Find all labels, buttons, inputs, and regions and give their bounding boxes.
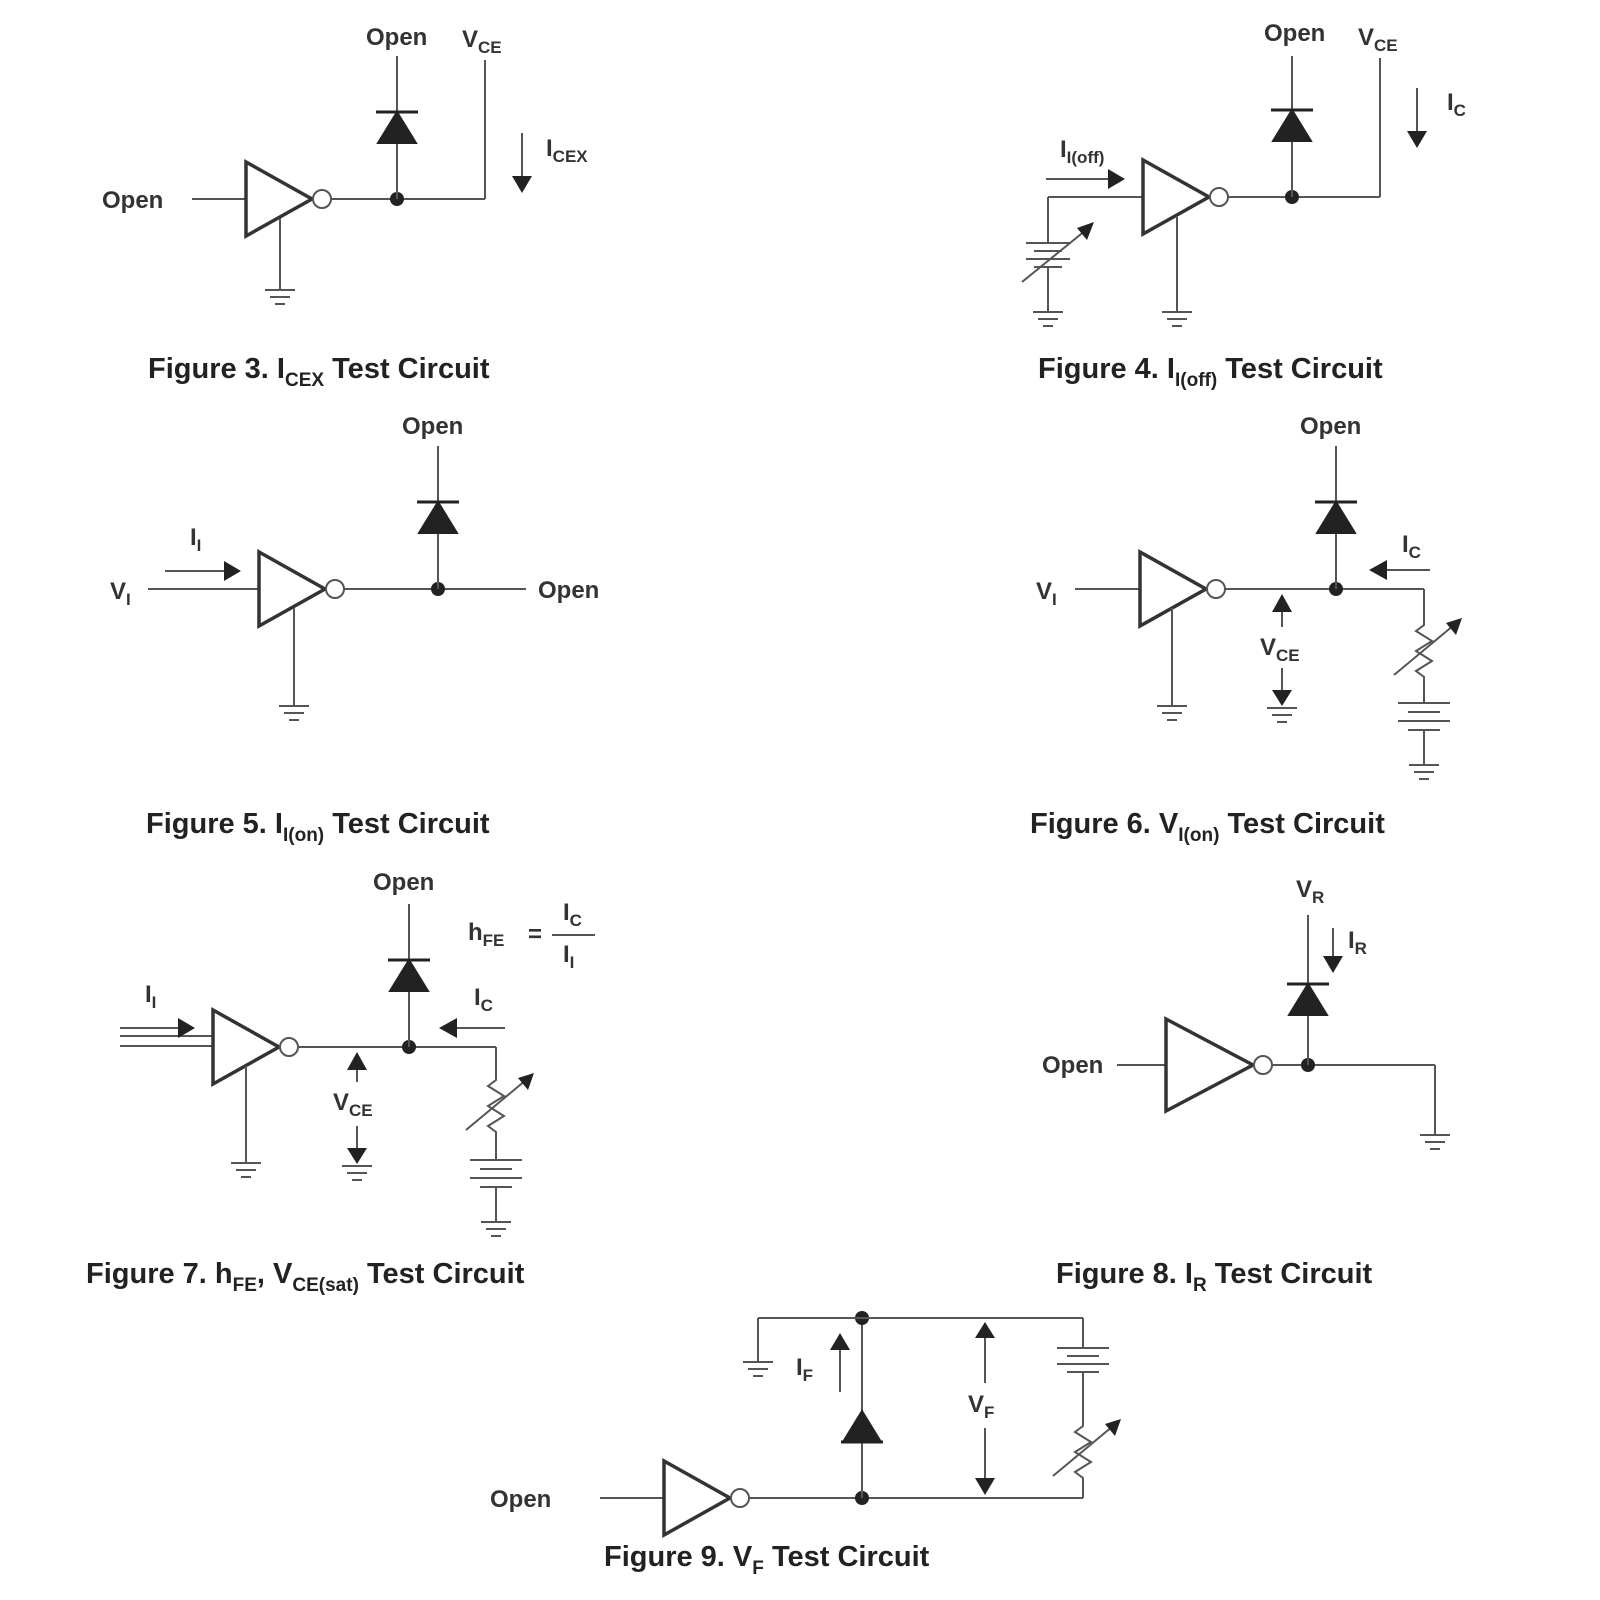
vce-label: VCE (333, 1089, 373, 1120)
current-arrow (224, 561, 241, 581)
ic-label: IC (1447, 89, 1466, 120)
ii-label: II (145, 981, 156, 1012)
ii-label: II (190, 524, 201, 555)
figure-7-caption: Figure 7. hFE, VCE(sat) Test Circuit (86, 1258, 525, 1296)
open-label: Open (1300, 413, 1361, 440)
open-label: Open (402, 413, 463, 440)
vi-label: VI (1036, 578, 1057, 609)
diode (1287, 982, 1329, 1016)
current-arrow (1323, 956, 1343, 973)
hfe-label: hFE (468, 919, 504, 950)
figure-4-caption: Figure 4. II(off) Test Circuit (1038, 353, 1383, 391)
figure-8-caption: Figure 8. IR Test Circuit (1056, 1258, 1373, 1296)
figure-9-caption: Figure 9. VF Test Circuit (604, 1541, 930, 1579)
inverter-gate (211, 1007, 283, 1087)
open-label: Open (373, 869, 434, 896)
ir-label: IR (1348, 927, 1367, 958)
ic-label: IC (474, 984, 493, 1015)
diode (417, 500, 459, 534)
ic-label: IC (1402, 531, 1421, 562)
figure-4-circuit (1021, 56, 1427, 327)
inverter-gate (1141, 157, 1213, 237)
open-label: Open (538, 577, 599, 604)
ii-off-label: II(off) (1060, 136, 1104, 167)
vce-label: VCE (1260, 634, 1300, 665)
current-arrow (1407, 131, 1427, 148)
figure-5-circuit (148, 446, 526, 721)
ic-numerator: IC (563, 899, 582, 930)
figure-3-circuit (192, 56, 532, 305)
figure-8-circuit (1117, 915, 1451, 1150)
vf-label: VF (968, 1391, 994, 1422)
figure-6-caption: Figure 6. VI(on) Test Circuit (1030, 808, 1385, 846)
current-arrow (830, 1333, 850, 1350)
current-arrow (1369, 560, 1387, 580)
figure-6-circuit (1075, 446, 1463, 780)
inverter-gate (1164, 1016, 1257, 1114)
open-label: Open (490, 1486, 551, 1513)
inverter-gate (244, 159, 316, 239)
current-arrow (512, 176, 532, 193)
icex-label: ICEX (546, 135, 588, 166)
open-label: Open (366, 24, 427, 51)
diode (1271, 108, 1313, 142)
open-label: Open (1264, 20, 1325, 47)
if-label: IF (796, 1354, 813, 1385)
vr-label: VR (1296, 876, 1324, 907)
diode (388, 958, 430, 992)
figure-5-caption: Figure 5. II(on) Test Circuit (146, 808, 490, 846)
inverter-gate (662, 1458, 734, 1538)
open-label: Open (1042, 1052, 1103, 1079)
figure-3-caption: Figure 3. ICEX Test Circuit (148, 353, 490, 391)
vce-label: VCE (462, 26, 502, 57)
figure-7-circuit (120, 904, 595, 1237)
diode (1315, 500, 1357, 534)
vi-label: VI (110, 578, 131, 609)
inverter-gate (1138, 549, 1210, 629)
current-arrow (178, 1018, 195, 1038)
current-arrow (1108, 169, 1125, 189)
equals-sign: = (528, 921, 542, 948)
vce-label: VCE (1358, 24, 1398, 55)
diode (841, 1409, 883, 1443)
diode (376, 110, 418, 144)
open-label: Open (102, 187, 163, 214)
ii-denominator: II (563, 941, 574, 972)
current-arrow (439, 1018, 457, 1038)
inverter-gate (257, 549, 329, 629)
figure-9-circuit (600, 1311, 1122, 1538)
